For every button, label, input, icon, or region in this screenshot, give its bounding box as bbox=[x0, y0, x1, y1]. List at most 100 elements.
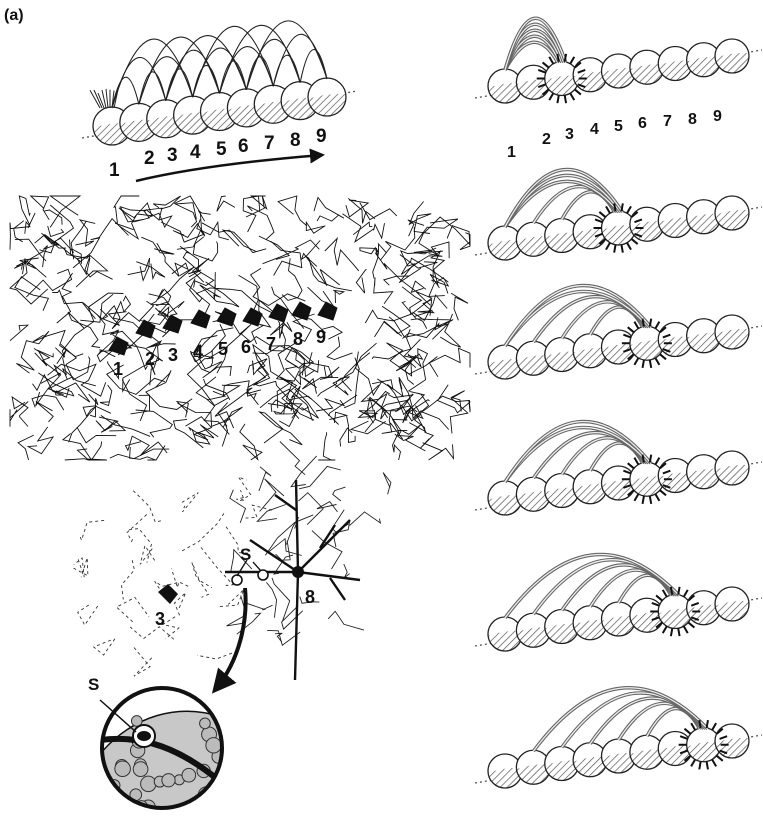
dendrite-segment bbox=[10, 222, 30, 250]
dendrite-segment bbox=[50, 196, 80, 227]
dendrite-segment bbox=[375, 306, 411, 337]
dendrite-segment bbox=[128, 258, 150, 280]
chain-number-5: 5 bbox=[216, 139, 227, 160]
spike-mark bbox=[684, 626, 688, 633]
dashed-dendrite bbox=[182, 513, 224, 551]
spike-mark bbox=[634, 358, 638, 365]
vesicle bbox=[214, 783, 226, 795]
dendrite-segment bbox=[202, 223, 256, 252]
right-chain-number-6: 6 bbox=[638, 115, 647, 132]
vesicle bbox=[200, 718, 211, 729]
spike-mark bbox=[621, 203, 622, 211]
dendrite-segment bbox=[18, 435, 34, 460]
spike-mark bbox=[660, 490, 666, 495]
dendrite-segment bbox=[157, 267, 194, 300]
chain-number-1: 1 bbox=[109, 160, 120, 181]
dendrite-segment bbox=[424, 217, 470, 250]
soma-1 bbox=[109, 337, 128, 355]
spike-mark bbox=[557, 95, 558, 103]
dendrite-segment bbox=[308, 287, 334, 306]
thin-axon bbox=[245, 603, 272, 610]
panel-label: (a) bbox=[4, 7, 24, 24]
soma-3 bbox=[158, 584, 178, 604]
spike-mark bbox=[606, 243, 610, 250]
dendrite-segment bbox=[260, 412, 303, 445]
spike-mark bbox=[606, 206, 610, 213]
dendrite-segment bbox=[14, 251, 44, 270]
synapse-pointer bbox=[253, 562, 261, 571]
spike-mark bbox=[570, 57, 574, 64]
neuron-number-4: 4 bbox=[193, 342, 203, 362]
dashed-dendrite bbox=[236, 490, 244, 500]
dashed-dendrite bbox=[220, 590, 244, 607]
dendrite-segment bbox=[122, 380, 146, 421]
spike-mark bbox=[678, 587, 679, 595]
dashed-dendrite bbox=[201, 547, 233, 585]
neuron-number-7: 7 bbox=[266, 334, 276, 354]
dendrite-segment bbox=[381, 227, 415, 260]
vesicle bbox=[212, 797, 227, 812]
right-chain-number-8: 8 bbox=[688, 111, 697, 128]
dendrite-segment bbox=[69, 408, 95, 443]
right-chain-number-9: 9 bbox=[713, 108, 722, 125]
thin-axon bbox=[230, 490, 246, 523]
dashed-dendrite bbox=[94, 639, 115, 655]
synapse-marker bbox=[232, 575, 242, 585]
dashed-dendrite bbox=[163, 617, 179, 639]
dendrite-segment bbox=[36, 402, 53, 422]
spike-mark bbox=[660, 354, 666, 359]
neuron-number-8: 8 bbox=[293, 329, 303, 349]
thick-dendrite bbox=[330, 578, 345, 600]
thin-axon bbox=[280, 442, 305, 475]
dashed-dendrite bbox=[182, 493, 198, 512]
spike-mark bbox=[643, 455, 644, 463]
dendrite-segment bbox=[146, 370, 192, 409]
dendrite-segment bbox=[26, 269, 71, 297]
spike-mark bbox=[707, 761, 708, 769]
dashed-dendrite bbox=[122, 560, 135, 599]
dendrite-segment bbox=[80, 294, 113, 322]
dendrite-segment bbox=[438, 385, 470, 413]
right-chain-number-3: 3 bbox=[565, 126, 574, 143]
dendrite-segment bbox=[340, 428, 352, 446]
connection-arc bbox=[166, 36, 247, 101]
dendrite-segment bbox=[12, 397, 28, 427]
dendrite-segment bbox=[333, 290, 344, 303]
spike-mark bbox=[712, 759, 716, 766]
dendrite-segment bbox=[83, 406, 111, 417]
dendrite-segment bbox=[63, 434, 102, 461]
dendrite-segment bbox=[305, 256, 352, 291]
dendrite-segment bbox=[14, 221, 24, 242]
dendrite-segment bbox=[28, 427, 53, 454]
step-3 bbox=[475, 286, 762, 379]
dendrite-segment bbox=[204, 379, 230, 400]
thick-dendrite bbox=[298, 572, 360, 580]
dendrite-segment bbox=[353, 222, 372, 235]
vesicle bbox=[115, 761, 131, 777]
spike-mark bbox=[565, 95, 566, 103]
dendrite-segment bbox=[356, 269, 366, 293]
neuron-number-9: 9 bbox=[316, 327, 326, 347]
dashed-dendrite bbox=[238, 477, 250, 501]
spike-mark bbox=[575, 89, 581, 94]
spike-mark bbox=[656, 595, 662, 600]
cell-number-3: 3 bbox=[155, 609, 165, 629]
dashed-dendrite bbox=[127, 515, 147, 542]
chain-number-4: 4 bbox=[190, 142, 201, 163]
dendrite-segment bbox=[415, 219, 458, 244]
dendrite-segment bbox=[447, 226, 470, 247]
spike-mark bbox=[655, 358, 659, 365]
dashed-dendrite bbox=[132, 490, 161, 522]
spike-mark bbox=[549, 57, 553, 64]
dendrite-segment bbox=[10, 325, 28, 341]
spike-mark bbox=[557, 54, 558, 62]
right-chain-number-7: 7 bbox=[663, 113, 672, 130]
dendrite-segment bbox=[314, 198, 344, 219]
neuron-number-6: 6 bbox=[241, 337, 251, 357]
dendrite-segment bbox=[175, 203, 196, 227]
step-2 bbox=[475, 169, 762, 260]
spike-mark bbox=[599, 212, 605, 217]
neuron-number-5: 5 bbox=[218, 339, 228, 359]
spike-mark bbox=[699, 761, 700, 769]
